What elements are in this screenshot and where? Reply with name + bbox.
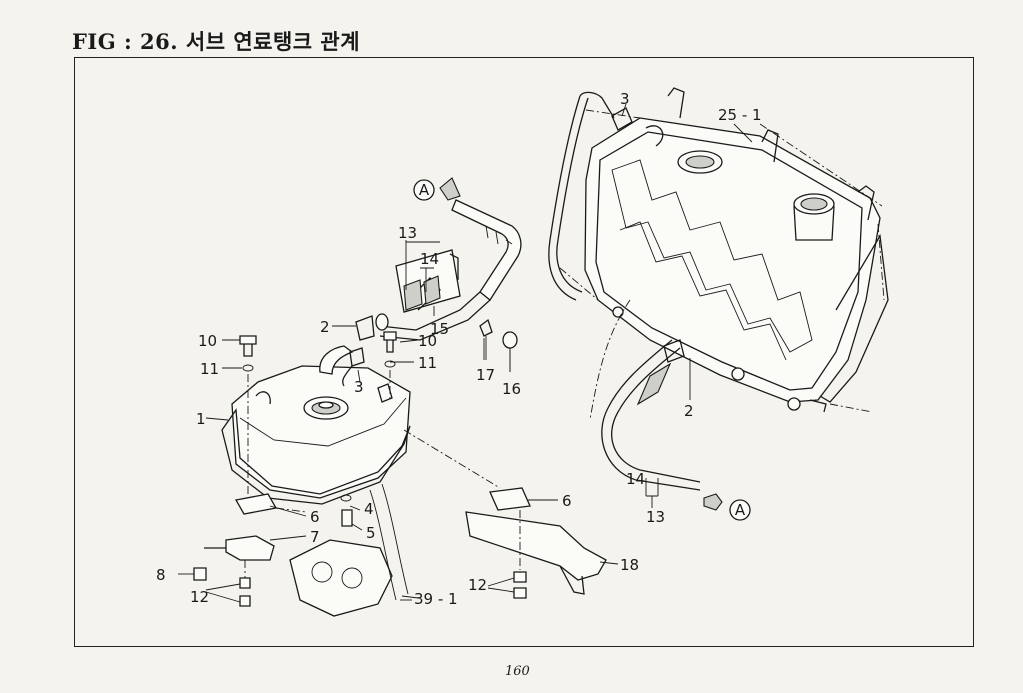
label-part-17: 17 [476,366,495,384]
fuel-hose-right [589,299,701,491]
label-part-11-mid: 11 [418,354,437,372]
label-part-39-1: 39 - 1 [414,590,458,608]
clip-17 [479,318,493,360]
label-part-15: 15 [430,320,449,338]
main-fuel-tank [548,87,889,413]
bolt-10-left [239,335,257,500]
leader-lines [178,103,753,603]
label-part-8: 8 [156,566,166,584]
label-part-14-right: 14 [626,470,645,488]
page-number: 160 [505,664,530,679]
label-part-12-left: 12 [190,588,209,606]
label-part-10-mid: 10 [418,332,437,350]
label-part-2-right: 2 [684,402,694,420]
bracket-frame-18 [403,429,607,599]
label-part-6-left: 6 [310,508,320,526]
clamp-3-mid [349,347,365,367]
label-part-13-top: 13 [398,224,417,242]
reference-a-right-label: A [735,501,746,519]
label-part-4: 4 [364,500,374,518]
label-part-14-top: 14 [420,250,439,268]
bolt-10-mid [383,331,397,400]
fuel-hose-left [355,177,522,341]
label-part-10-left: 10 [198,332,217,350]
reference-a-right: A [729,499,751,521]
label-part-11-left: 11 [200,360,219,378]
reference-a-left: A [413,179,435,201]
reference-a-left-label: A [419,181,430,199]
page-title: FIG : 26. 서브 연료탱크 관계 [72,29,361,54]
bracket-7 [193,535,275,607]
label-part-1: 1 [196,410,206,428]
frame-39-1 [289,483,412,617]
label-part-12-right: 12 [468,576,487,594]
label-part-13-right: 13 [646,508,665,526]
sub-fuel-tank [221,345,411,505]
label-part-25-1: 25 - 1 [718,106,762,124]
bracket-6-left [234,493,353,527]
label-part-7: 7 [310,528,320,546]
label-part-3-mid: 3 [354,378,364,396]
diagram-frame [74,57,974,647]
label-part-2-left: 2 [320,318,330,336]
label-part-18: 18 [620,556,639,574]
clamp-3-mid-hose [342,365,353,387]
arrow-to-a-right [703,493,723,511]
label-part-16: 16 [502,380,521,398]
label-part-5: 5 [366,524,376,542]
label-part-6-right: 6 [562,492,572,510]
label-part-3-top: 3 [620,90,630,108]
